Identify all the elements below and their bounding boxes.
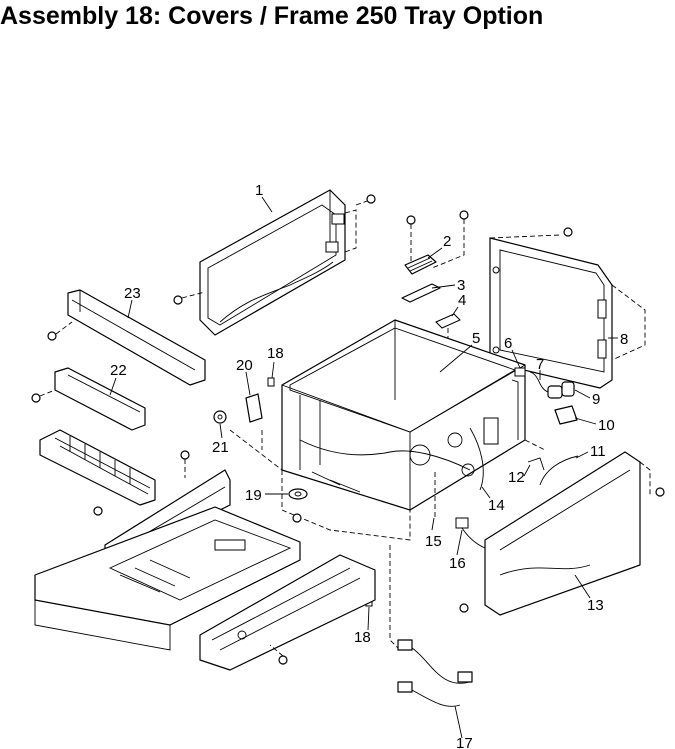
- part-12-bracket: [527, 457, 545, 471]
- callout-3: 3: [457, 277, 465, 294]
- callout-23: 23: [124, 285, 141, 302]
- part-16-connector: [455, 517, 486, 549]
- part-23-front-strip: [47, 289, 206, 386]
- part-19-washer: [288, 488, 308, 523]
- tray-rail: [199, 554, 376, 671]
- frame-assembly: [281, 319, 546, 541]
- callout-5: 5: [472, 330, 480, 347]
- callout-leaders: [109, 196, 618, 739]
- part-20-bracket: [245, 393, 263, 423]
- callout-14: 14: [488, 497, 505, 514]
- part-6-connector: [514, 367, 526, 377]
- part-11-cable: [539, 455, 579, 486]
- callout-15: 15: [425, 533, 442, 550]
- part-8-rear-panel: [489, 227, 646, 389]
- callout-8: 8: [620, 331, 628, 348]
- callout-19: 19: [245, 487, 262, 504]
- callout-12: 12: [508, 469, 525, 486]
- callout-7: 7: [536, 356, 544, 373]
- part-7-spring: [529, 371, 549, 393]
- callout-10: 10: [598, 417, 615, 434]
- callout-2: 2: [443, 233, 451, 250]
- callout-6: 6: [504, 335, 512, 352]
- callout-17: 17: [456, 735, 473, 749]
- paper-guide: [39, 429, 156, 506]
- part-14-cable-guide: [469, 427, 484, 491]
- callout-13: 13: [587, 597, 604, 614]
- part-17-cable-harness: [389, 545, 473, 707]
- callout-18-lower: 18: [354, 629, 371, 646]
- part-9-roller: [547, 381, 575, 399]
- part-1-cover-panel: [173, 189, 376, 336]
- callout-18-upper: 18: [267, 345, 284, 362]
- callout-11: 11: [590, 443, 606, 460]
- part-2-bracket: [404, 210, 469, 275]
- page-title: Assembly 18: Covers / Frame 250 Tray Opt…: [0, 2, 544, 30]
- part-10-switch: [554, 405, 578, 425]
- callout-22: 22: [110, 362, 127, 379]
- part-3-plate: [401, 283, 441, 303]
- part-18-pin-upper: [267, 377, 275, 387]
- callout-21: 21: [212, 439, 229, 456]
- part-13-side-cover: [459, 451, 665, 616]
- callout-1: 1: [255, 182, 263, 199]
- callout-4: 4: [458, 292, 466, 309]
- callout-labels: 1 2 3 4 5 6 7 8 9 10 11 12 13 14 15 16 1…: [110, 182, 628, 749]
- callout-9: 9: [592, 391, 600, 408]
- callout-16: 16: [449, 555, 466, 572]
- part-22-guide-rail: [31, 367, 146, 431]
- paper-tray: [34, 506, 301, 651]
- callout-20: 20: [236, 357, 253, 374]
- part-21-gear: [213, 410, 227, 424]
